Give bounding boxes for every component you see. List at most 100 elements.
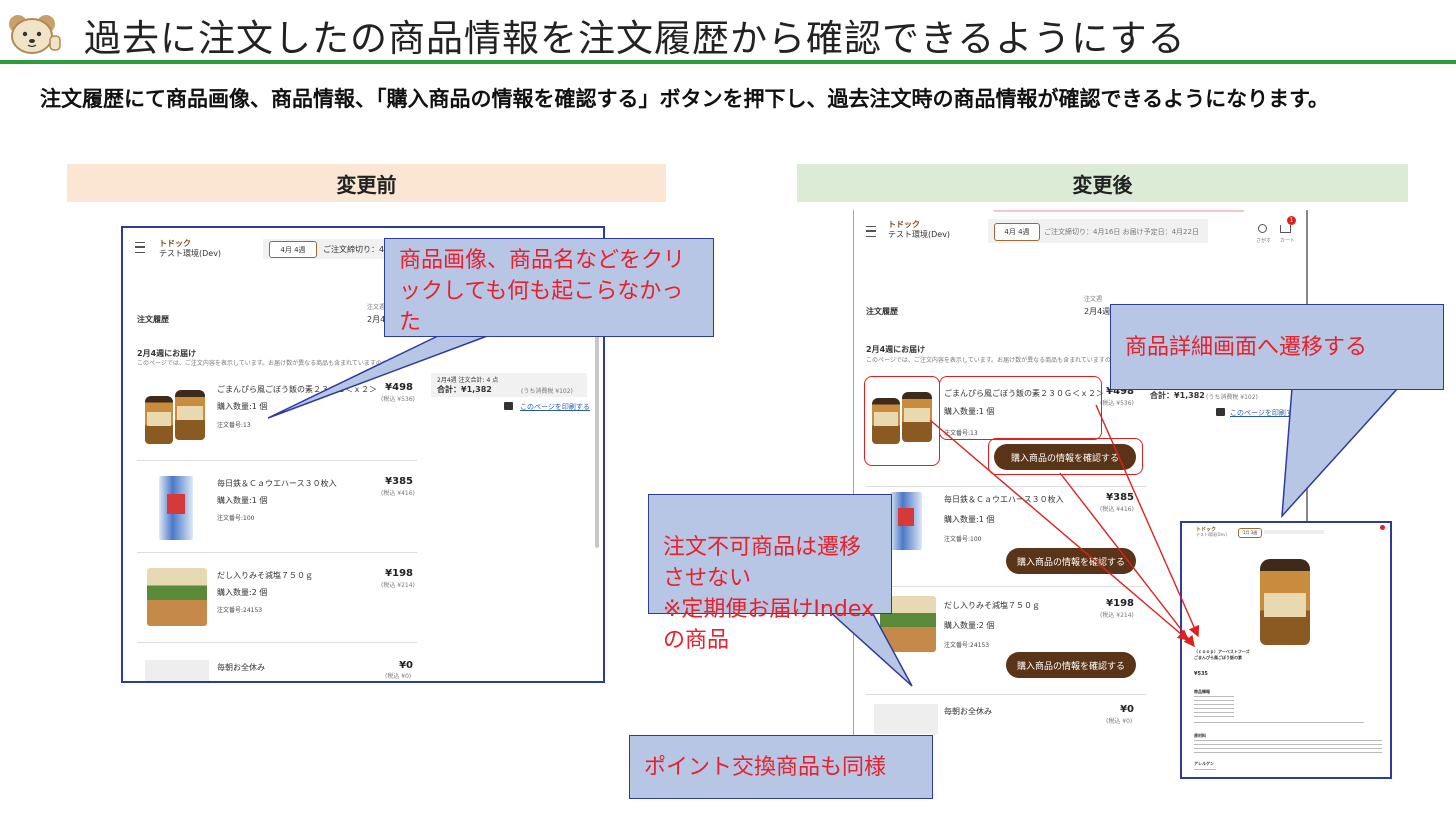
summary-tax: (うち消費税 ¥102) <box>521 388 573 395</box>
page-heading: 注文履歴 <box>866 307 898 316</box>
brand-logo: トドック <box>159 239 191 248</box>
confirm-product-button[interactable]: 購入商品の情報を確認する <box>1006 548 1136 574</box>
order-week-select[interactable]: 2月4週 <box>1084 307 1111 316</box>
arrow <box>1059 472 1195 648</box>
callout-text: 注文不可商品は遷移させない ※定期便お届けIndexの商品 <box>663 535 874 653</box>
printer-icon <box>1216 408 1225 416</box>
notice-text: このページでは、ご注文内容を表示しています。お届け数が異なる商品も含まれています… <box>137 360 388 367</box>
item-price: ¥385 <box>1106 492 1134 503</box>
item-price: ¥0 <box>399 660 413 671</box>
env-label: テスト環境(Dev) <box>159 249 222 258</box>
after-screenshot: トドック テスト環境(Dev) 4月 4週 ご注文締切り：4月16日 お届け予定… <box>853 210 1308 738</box>
item-name: だし入りみそ減塩７５０ｇ <box>217 571 313 580</box>
hdr-bar <box>1264 530 1324 534</box>
print-link[interactable]: このページを印刷する <box>1230 409 1300 417</box>
divider <box>137 460 417 461</box>
item-name: 毎朝お全休み <box>944 707 992 716</box>
divider <box>137 642 417 643</box>
section-ingredients: 原材料 <box>1194 733 1206 738</box>
summary-tax: (うち消費税 ¥102) <box>1206 394 1258 401</box>
callout-goto-detail: 商品詳細画面へ遷移する <box>1110 304 1444 390</box>
item-qty: 購入数量:2 個 <box>217 588 268 597</box>
mascot-icon <box>6 12 62 56</box>
lead-text: 注文履歴にて商品画像、商品情報、「購入商品の情報を確認する」ボタンを押下し、過去… <box>40 87 1329 111</box>
item-order-no: 注文番号:24153 <box>217 607 263 614</box>
item-qty: 購入数量:1 個 <box>944 515 995 524</box>
cart-badge <box>1380 525 1385 530</box>
item-tax: (税込 ¥0) <box>385 673 412 680</box>
item-order-no: 注文番号:100 <box>944 536 982 543</box>
item-name[interactable]: ごまんぴら風ごぼう飯の素２３０Ｇ＜ｘ２＞ <box>944 389 1104 398</box>
search-icon[interactable] <box>1258 224 1267 233</box>
cart-label: カート <box>1280 238 1296 244</box>
item-price: ¥0 <box>1120 704 1134 715</box>
week-pill[interactable]: 1月 3週 <box>1238 528 1262 538</box>
week-pill[interactable]: 4月 4週 <box>994 223 1040 241</box>
item-tax: (税込 ¥416) <box>381 490 415 497</box>
product-image <box>145 660 209 681</box>
env-label: テスト環境(Dev) <box>888 230 951 239</box>
highlight-product-name <box>939 376 1102 440</box>
item-qty: 購入数量:1 個 <box>217 496 268 505</box>
summary-count: 2月4週 注文合計: 4 点 <box>437 377 499 384</box>
callout-tail <box>1281 387 1400 519</box>
delivery-heading: 2月4週にお届け <box>137 349 197 358</box>
item-tax: (税込 ¥416) <box>1100 506 1134 513</box>
week-pill[interactable]: 4月 4週 <box>269 241 317 258</box>
info-line <box>1194 722 1364 723</box>
info-lines <box>1194 696 1234 718</box>
product-name: ごまんぴら風ごぼう飯の素 <box>1194 655 1242 660</box>
item-name: 毎日鉄＆Ｃａウエハース３０枚入 <box>217 479 337 488</box>
divider <box>137 552 417 553</box>
callout-points: ポイント交換商品も同様 <box>629 735 933 799</box>
product-price: ¥535 <box>1194 671 1208 677</box>
summary-box <box>431 373 587 397</box>
before-label: 変更前 <box>67 164 666 202</box>
item-tax: (税込 ¥536) <box>1100 400 1134 407</box>
summary-total: 合計：¥1,382 <box>437 385 492 394</box>
divider <box>866 586 1146 587</box>
detail-screenshot: トドック テスト環境(Dev) 1月 3週 （ｃｏｏｐ）アーベストフーズ ごまん… <box>1180 521 1392 779</box>
callout-not-orderable: 注文不可商品は遷移させない ※定期便お届けIndexの商品 <box>648 494 892 653</box>
print-link[interactable]: このページを印刷する <box>520 403 590 411</box>
product-image <box>874 704 938 734</box>
deadline-text: ご注文締切り：4月 <box>323 245 393 254</box>
item-tax: (税込 ¥536) <box>381 396 415 403</box>
order-week-select[interactable]: 2月4 <box>367 315 386 324</box>
highlight-confirm-button <box>988 438 1143 475</box>
item-name: 毎日鉄＆Ｃａウエハース３０枚入 <box>944 495 1064 504</box>
env-label: テスト環境(Dev) <box>1196 532 1228 537</box>
page-heading: 注文履歴 <box>137 315 169 324</box>
ingredient-lines <box>1194 740 1382 754</box>
cart-icon[interactable] <box>1280 225 1291 233</box>
hamburger-icon[interactable] <box>866 226 876 237</box>
callout-text: ポイント交換商品も同様 <box>644 754 887 780</box>
notice-text: このページでは、ご注文内容を表示しています。お届け数が異なる商品も含まれています… <box>866 357 1117 364</box>
item-name: 毎朝お全休み <box>217 663 265 672</box>
product-image <box>890 492 922 550</box>
item-tax: (税込 ¥0) <box>1106 718 1133 725</box>
hamburger-icon[interactable] <box>135 242 145 253</box>
order-week-label: 注文週 <box>1084 296 1103 303</box>
item-price: ¥498 <box>1106 386 1134 397</box>
product-image[interactable] <box>870 390 934 446</box>
callout-text: 商品画像、商品名などをクリックしても何も起こらなかった <box>399 248 686 335</box>
brand-logo: トドック <box>888 220 920 229</box>
item-order-no: 注文番号:13 <box>944 430 978 437</box>
brand-logo: トドック <box>1196 527 1217 533</box>
item-order-no: 注文番号:100 <box>217 515 255 522</box>
cart-badge: 1 <box>1287 216 1296 225</box>
scrollbar[interactable] <box>595 318 599 548</box>
order-week-label: 注文週 <box>367 304 386 311</box>
confirm-product-button[interactable]: 購入商品の情報を確認する <box>1006 652 1136 678</box>
confirm-product-button[interactable]: 購入商品の情報を確認する <box>994 444 1136 470</box>
item-qty: 購入数量:2 個 <box>944 621 995 630</box>
arrow <box>1095 404 1200 638</box>
allergen-line <box>1194 769 1216 770</box>
callout-tail <box>267 334 491 419</box>
item-name: ごまんぴら風ごぼう飯の素２３０Ｇ＜ｘ２＞ <box>217 385 377 394</box>
callout-before-no-action: 商品画像、商品名などをクリックしても何も起こらなかった <box>384 238 714 337</box>
divider <box>866 486 1146 487</box>
after-label: 変更後 <box>797 164 1408 202</box>
